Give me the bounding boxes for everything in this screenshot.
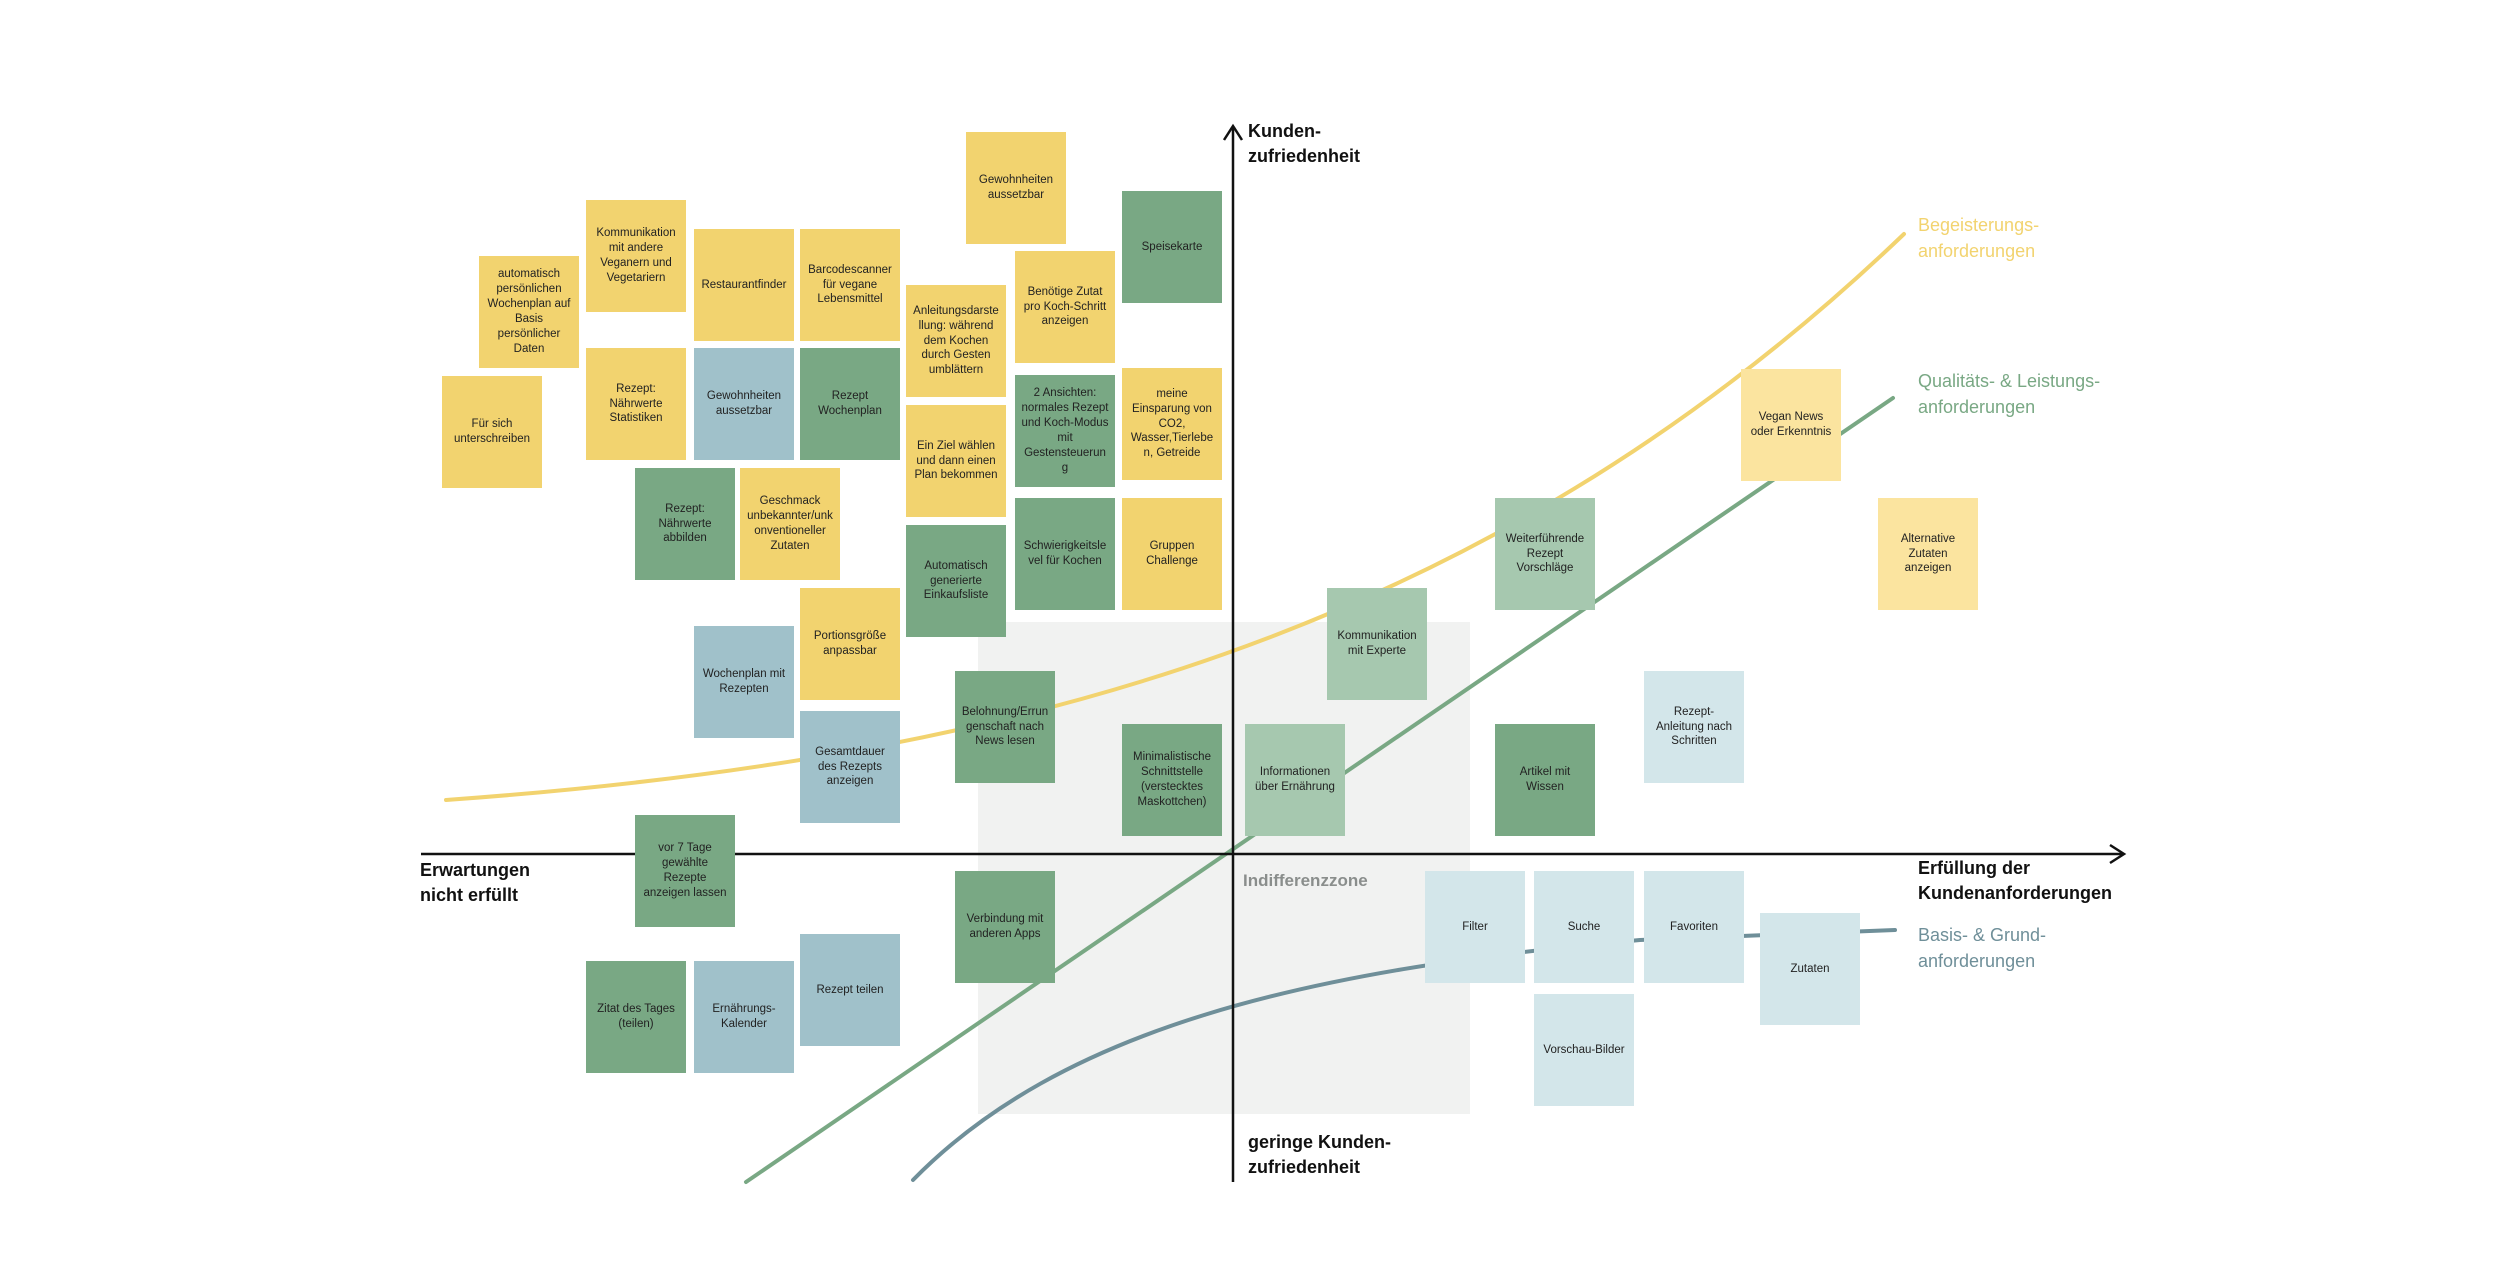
sticky-note: 2 Ansichten: normales Rezept und Koch-Mo… — [1015, 375, 1115, 487]
sticky-note: Rezept teilen — [800, 934, 900, 1046]
sticky-note: Filter — [1425, 871, 1525, 983]
sticky-note: Restaurantfinder — [694, 229, 794, 341]
sticky-note: Rezept-Anleitung nach Schritten — [1644, 671, 1744, 783]
sticky-note: Automatisch generierte Einkaufsliste — [906, 525, 1006, 637]
sticky-note: Gesamtdauer des Rezepts anzeigen — [800, 711, 900, 823]
sticky-note: Benötige Zutat pro Koch-Schritt anzeigen — [1015, 251, 1115, 363]
sticky-note: Weiterführende Rezept Vorschläge — [1495, 498, 1595, 610]
sticky-note: Anleitungsdarstellung: während dem Koche… — [906, 285, 1006, 397]
sticky-note: Gewohnheiten aussetzbar — [694, 348, 794, 460]
sticky-note: Suche — [1534, 871, 1634, 983]
sticky-note: Verbindung mit anderen Apps — [955, 871, 1055, 983]
sticky-note: Belohnung/Errungenschaft nach News lesen — [955, 671, 1055, 783]
y-axis-top-label: Kunden- zufriedenheit — [1248, 121, 1361, 167]
sticky-note: Vegan News oder Erkenntnis — [1741, 369, 1841, 481]
basis-curve — [911, 928, 1897, 1182]
sticky-note: Speisekarte — [1122, 191, 1222, 303]
sticky-note: meine Einsparung von CO2, Wasser,Tierleb… — [1122, 368, 1222, 480]
sticky-note: Portionsgröße anpassbar — [800, 588, 900, 700]
basis-label: Basis- & Grund- anforderungen — [1918, 925, 2047, 972]
sticky-note: Wochenplan mit Rezepten — [694, 626, 794, 738]
sticky-note: Geschmack unbekannter/unkonventioneller … — [740, 468, 840, 580]
sticky-note: Barcodescanner für vegane Lebensmittel — [800, 229, 900, 341]
sticky-note: Schwierigkeitslevel für Kochen — [1015, 498, 1115, 610]
sticky-note: Favoriten — [1644, 871, 1744, 983]
sticky-note: Vorschau-Bilder — [1534, 994, 1634, 1106]
sticky-note: Gewohnheiten aussetzbar — [966, 132, 1066, 244]
sticky-note: Kommunikation mit andere Veganern und Ve… — [586, 200, 686, 312]
qualitaet-label: Qualitäts- & Leistungs- anforderungen — [1918, 371, 2101, 418]
sticky-note: Artikel mit Wissen — [1495, 724, 1595, 836]
x-axis-right-label: Erfüllung der Kundenanforderungen — [1918, 858, 2112, 904]
sticky-note: Zitat des Tages (teilen) — [586, 961, 686, 1073]
sticky-note: Ein Ziel wählen und dann einen Plan beko… — [906, 405, 1006, 517]
sticky-note: automatisch persönlichen Wochenplan auf … — [479, 256, 579, 368]
begeisterung-curve — [444, 232, 1906, 802]
sticky-note: Rezept: Nährwerte Statistiken — [586, 348, 686, 460]
sticky-note: Minimalistische Schnittstelle (versteckt… — [1122, 724, 1222, 836]
sticky-note: Gruppen Challenge — [1122, 498, 1222, 610]
sticky-note: Rezept Wochenplan — [800, 348, 900, 460]
sticky-note: Informationen über Ernährung — [1245, 724, 1345, 836]
sticky-note: Zutaten — [1760, 913, 1860, 1025]
sticky-note: Für sich unterschreiben — [442, 376, 542, 488]
sticky-note: Alternative Zutaten anzeigen — [1878, 498, 1978, 610]
sticky-note: Rezept: Nährwerte abbilden — [635, 468, 735, 580]
sticky-note: Kommunikation mit Experte — [1327, 588, 1427, 700]
sticky-note: Ernährungs-Kalender — [694, 961, 794, 1073]
y-axis-bottom-label: geringe Kunden- zufriedenheit — [1248, 1132, 1391, 1178]
y-axis-arrowhead — [1222, 123, 1244, 141]
x-axis-left-label: Erwartungen nicht erfüllt — [420, 860, 531, 906]
indifference-zone-label: Indifferenzzone — [1243, 871, 1368, 890]
x-axis-arrowhead — [2109, 843, 2127, 865]
begeisterung-label: Begeisterungs- anforderungen — [1918, 215, 2040, 262]
sticky-note: vor 7 Tage gewählte Rezepte anzeigen las… — [635, 815, 735, 927]
